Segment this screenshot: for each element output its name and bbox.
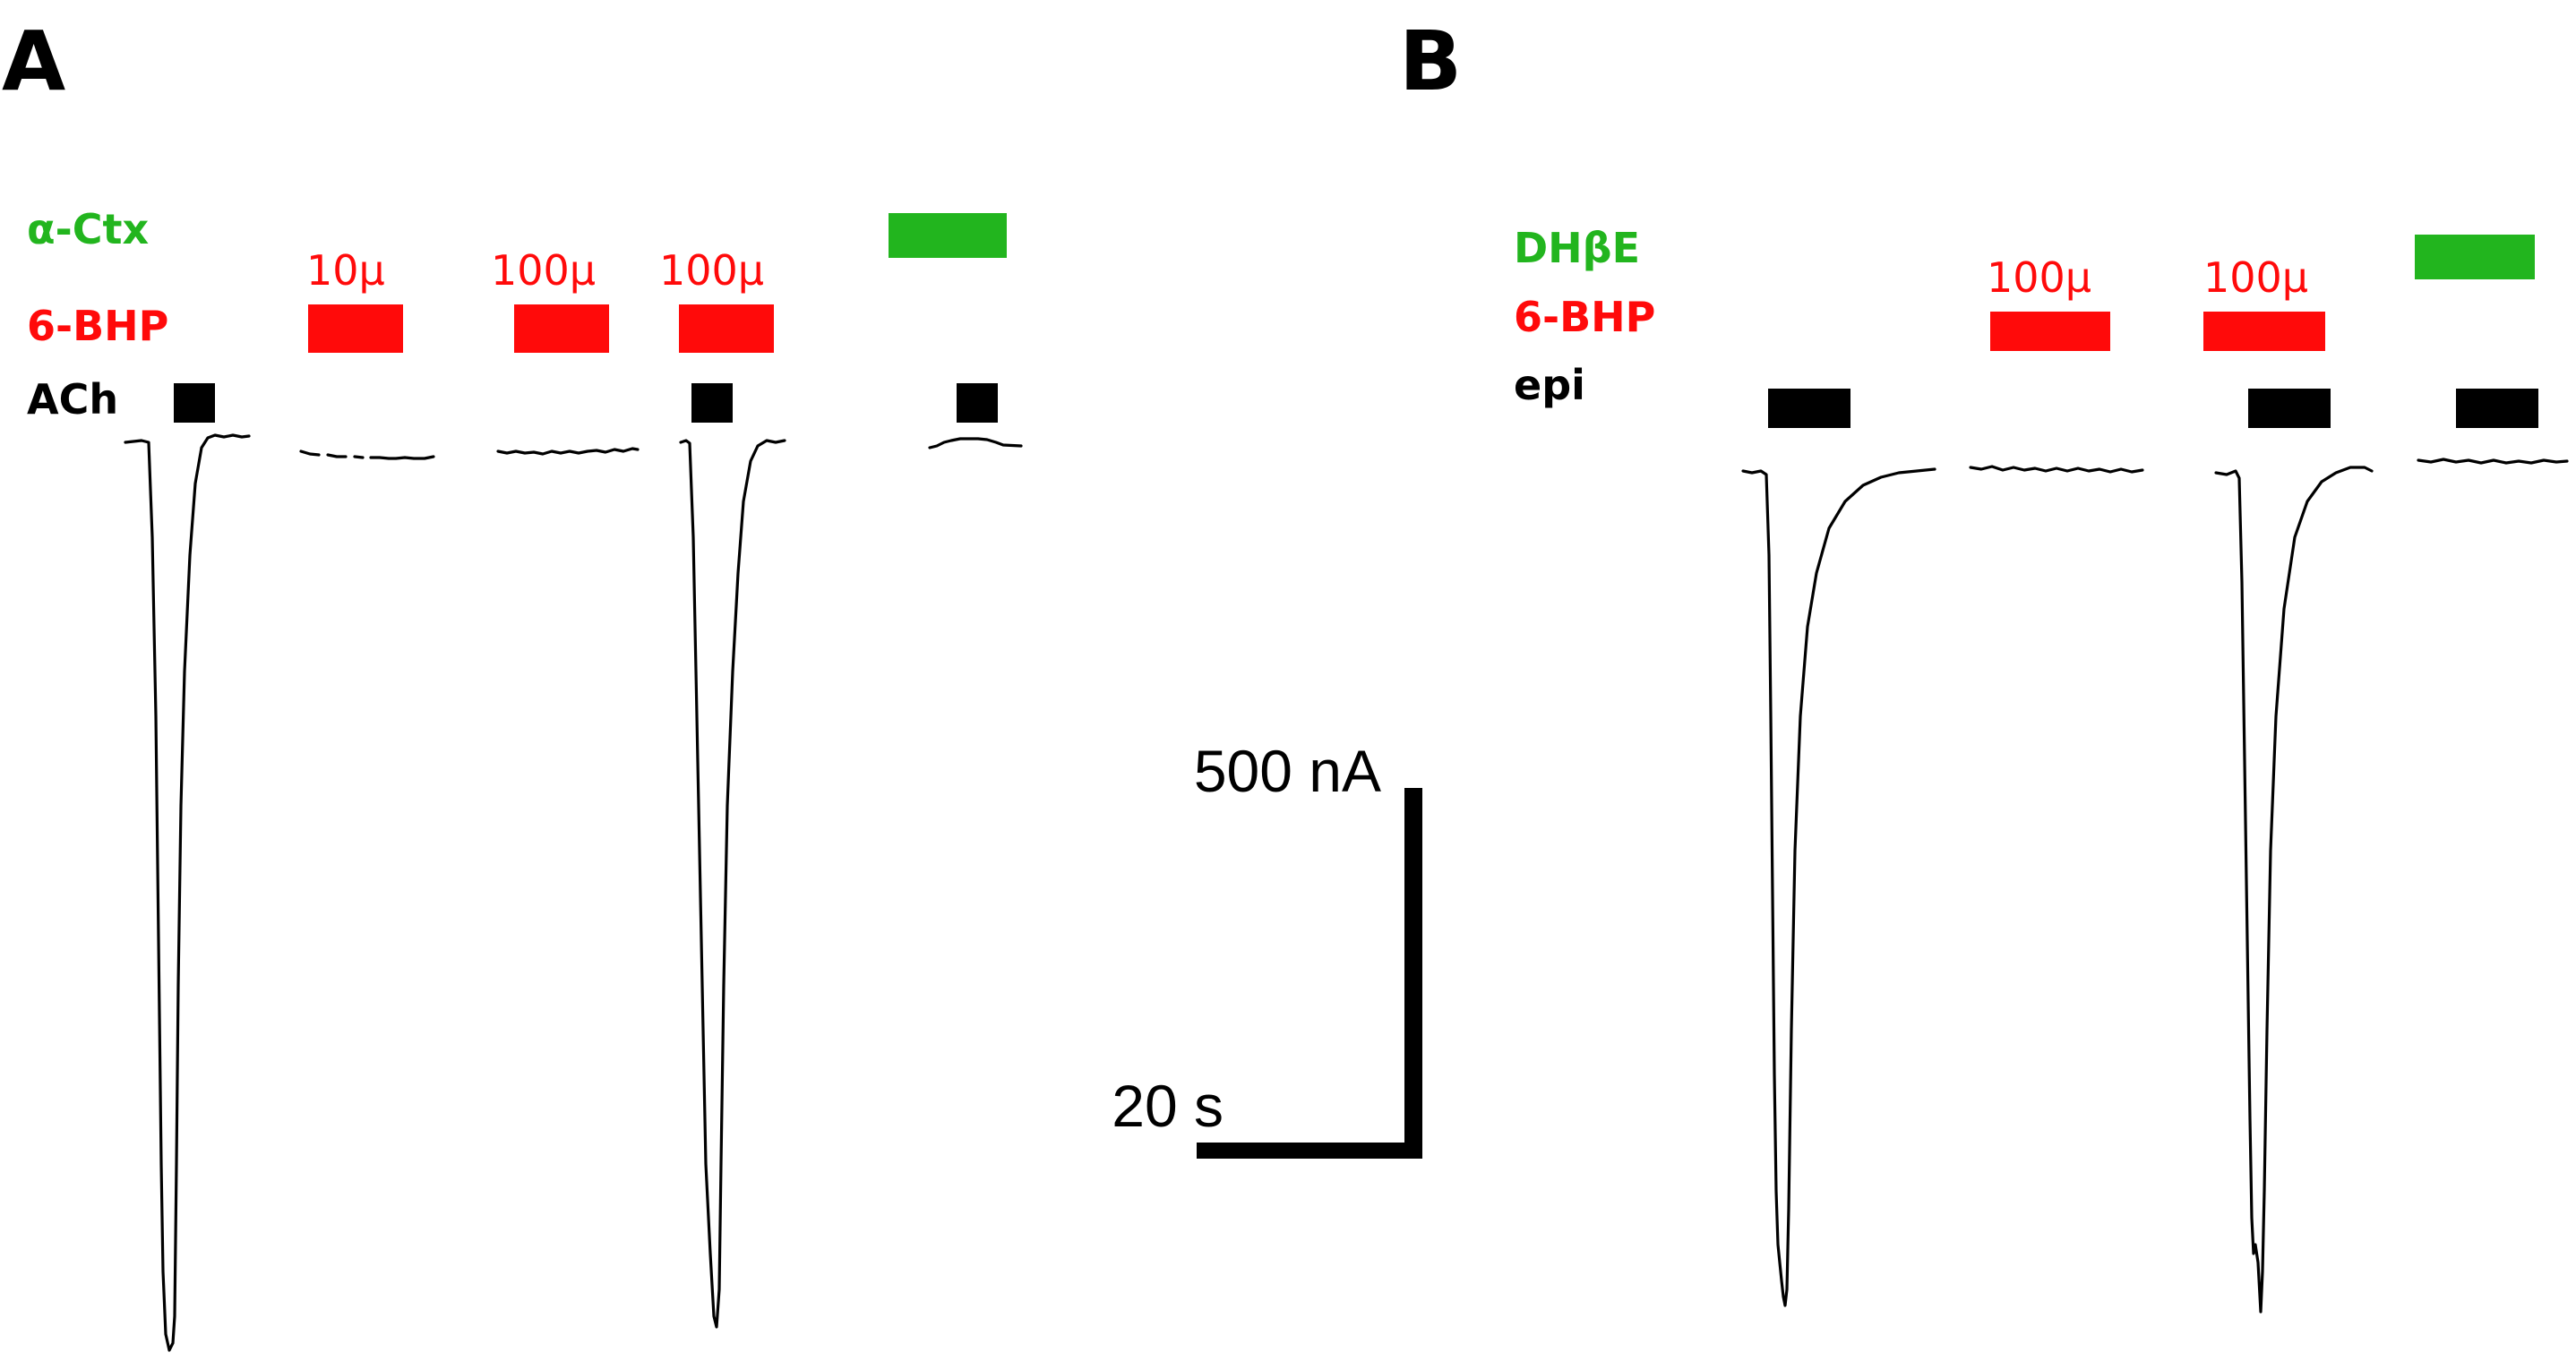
panel-a-drug-bar-2 — [514, 304, 609, 353]
panel-a-conc-3: 100μ — [659, 246, 764, 295]
panel-a-drug-bar-3 — [679, 304, 774, 353]
panel-b-trace-2 — [1969, 465, 2144, 474]
panel-a-toxin-label: α-Ctx — [27, 205, 149, 253]
scale-bar: 500 nA 20 s — [1112, 738, 1422, 1159]
panel-a-trace-5 — [928, 437, 1023, 449]
panel-b-trace-4 — [2417, 458, 2569, 465]
panel-b: B DHβE 6-BHP epi 100μ 100μ — [1399, 13, 2569, 1314]
scale-bar-vertical — [1404, 788, 1422, 1159]
panel-a-trace-4 — [679, 439, 786, 1329]
panel-b-drug-bar-2 — [2203, 312, 2325, 351]
panel-a-toxin-bar — [889, 213, 1007, 258]
panel-b-agonist-pulse-1 — [1768, 389, 1850, 428]
panel-b-letter: B — [1399, 13, 1462, 109]
panel-b-conc-2: 100μ — [2203, 253, 2308, 302]
panel-a-agonist-label: ACh — [27, 375, 118, 424]
panel-a-trace-3 — [496, 447, 640, 456]
panel-b-agonist-pulse-2 — [2248, 389, 2331, 428]
panel-a-agonist-pulse-2 — [691, 383, 733, 423]
panel-a-trace-1 — [124, 433, 251, 1352]
panel-b-toxin-bar — [2415, 235, 2535, 279]
scale-bar-current-label: 500 nA — [1194, 738, 1381, 804]
panel-b-trace-1 — [1741, 467, 1936, 1307]
scale-bar-time-label: 20 s — [1112, 1073, 1224, 1139]
panel-a-conc-1: 10μ — [306, 246, 385, 295]
panel-b-drug-label: 6-BHP — [1514, 293, 1655, 341]
panel-a-agonist-pulse-1 — [174, 383, 215, 423]
panel-a: A α-Ctx 6-BHP ACh 10μ 100μ 100μ — [2, 13, 1023, 1352]
panel-b-trace-3 — [2214, 466, 2374, 1314]
panel-b-conc-1: 100μ — [1987, 253, 2091, 302]
panel-a-drug-label: 6-BHP — [27, 302, 168, 350]
panel-b-toxin-label: DHβE — [1514, 224, 1640, 272]
panel-a-trace-2 — [299, 449, 435, 460]
panel-a-agonist-pulse-3 — [957, 383, 998, 423]
panel-b-drug-bar-1 — [1990, 312, 2110, 351]
panel-b-agonist-label: epi — [1514, 361, 1585, 409]
panel-a-letter: A — [2, 13, 65, 109]
panel-a-conc-2: 100μ — [491, 246, 596, 295]
panel-a-drug-bar-1 — [308, 304, 403, 353]
panel-b-agonist-pulse-3 — [2456, 389, 2538, 428]
scale-bar-horizontal — [1197, 1143, 1422, 1159]
